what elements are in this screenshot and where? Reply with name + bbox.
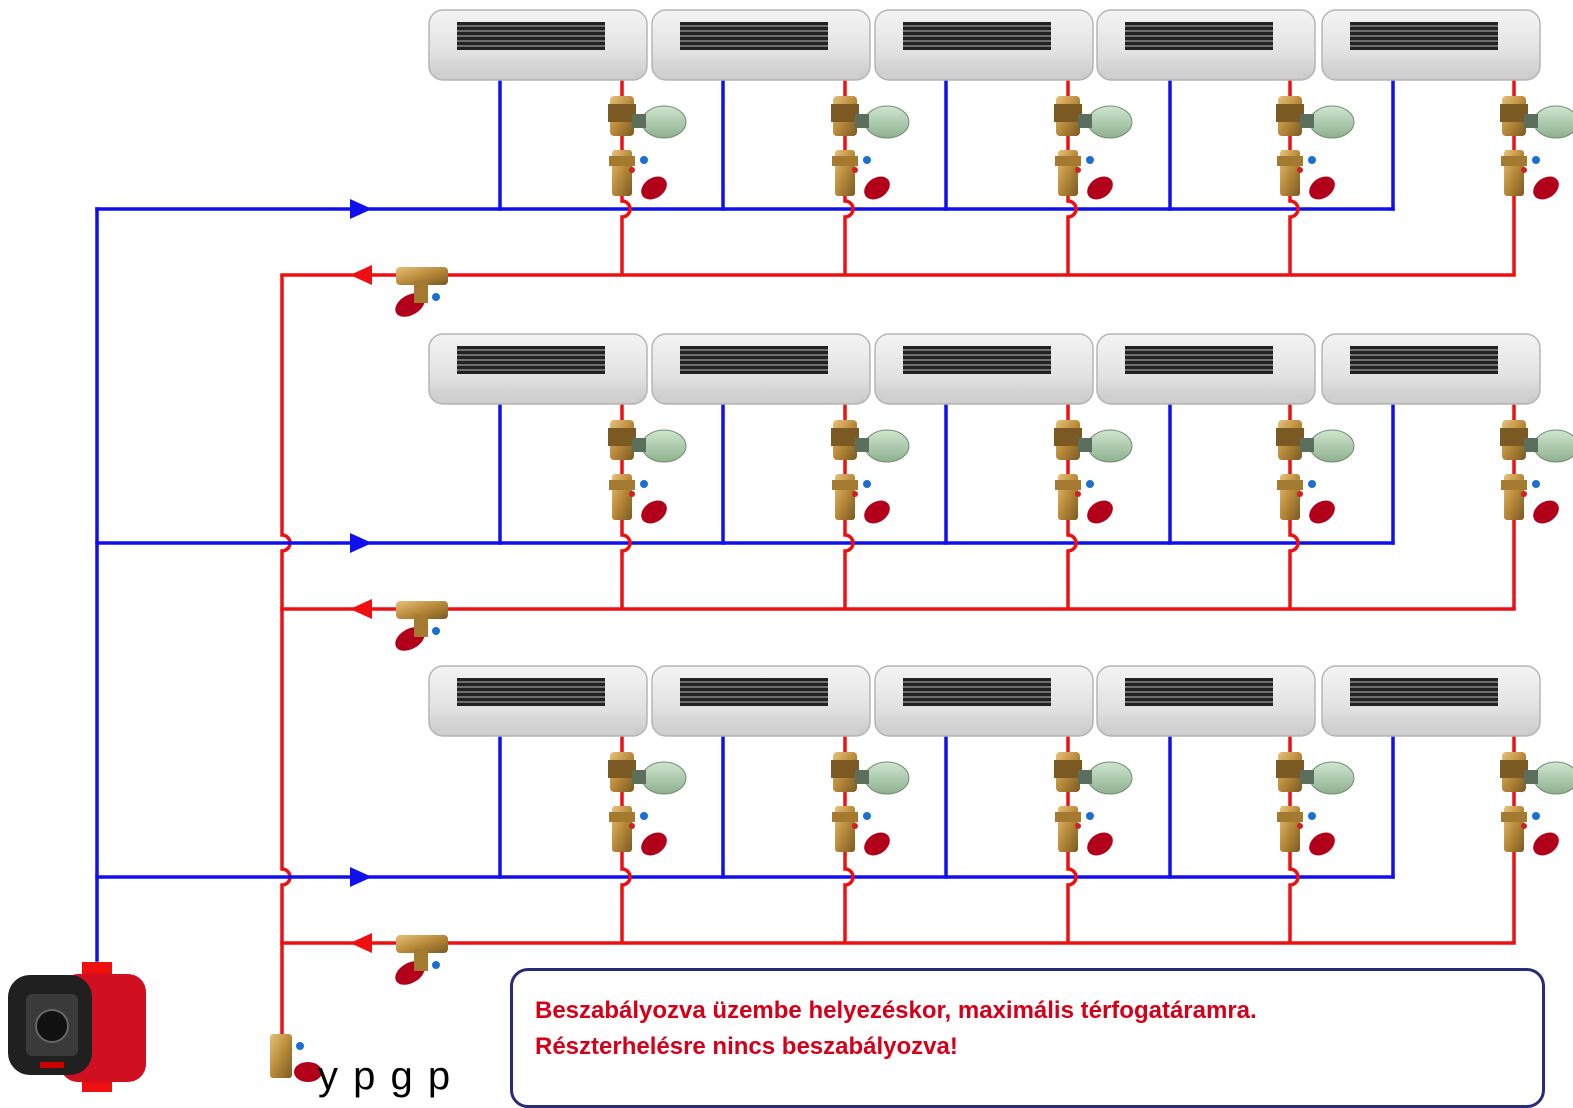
control-valve-icon [831,752,910,795]
control-valve-icon [1276,96,1355,139]
control-valve-icon [608,96,687,139]
control-valve-icon [1500,420,1573,463]
fan-coil-unit-icon [1096,333,1316,405]
control-valve-icon [831,420,910,463]
obscured-caption-fragment: y p g p [318,1054,453,1098]
flow-arrow-icon [350,933,372,953]
fan-coil-unit-icon [1096,665,1316,737]
control-valve-icon [1276,752,1355,795]
balancing-valve-icon [395,935,448,985]
balancing-valve-icon [395,601,448,651]
flow-arrow-icon [350,199,372,219]
return-branch [620,80,632,275]
balancing-valve-icon [832,474,890,524]
flow-arrow-icon [350,867,372,887]
return-branch [1066,404,1078,609]
balancing-valve-icon [1055,150,1113,200]
fan-coil-unit-icon [428,333,648,405]
balancing-valve-icon [1501,806,1559,856]
flow-arrow-icon [350,533,372,553]
return-branch [1066,736,1078,943]
balancing-valve-icon [832,150,890,200]
return-branch [843,736,855,943]
control-valve-icon [1500,752,1573,795]
balancing-valve-icon [1277,150,1335,200]
return-riser [280,275,292,1060]
control-valve-icon [608,420,687,463]
control-valve-icon [1500,96,1573,139]
control-valve-icon [1276,420,1355,463]
fan-coil-unit-icon [874,9,1094,81]
fan-coil-unit-icon [1321,665,1541,737]
fan-coil-unit-icon [428,9,648,81]
control-valve-icon [608,752,687,795]
return-branch [620,404,632,609]
control-valve-icon [1054,96,1133,139]
note-line-2: Részterhelésre nincs beszabályozva! [535,1033,958,1060]
return-branch [843,404,855,609]
return-branch [1288,736,1300,943]
fan-coil-unit-icon [1096,9,1316,81]
return-branch [1288,404,1300,609]
fan-coil-unit-icon [651,9,871,81]
fan-coil-unit-icon [428,665,648,737]
fan-coil-unit-icon [1321,333,1541,405]
return-branch [843,80,855,275]
balancing-valve-icon [1277,806,1335,856]
return-branch [1288,80,1300,275]
fan-coil-unit-icon [1321,9,1541,81]
fan-coil-unit-icon [651,333,871,405]
balancing-valve-icon [1501,474,1559,524]
return-branch [620,736,632,943]
note-line-1: Beszabályozva üzembe helyezéskor, maximá… [535,997,1257,1024]
note-callout: Beszabályozva üzembe helyezéskor, maximá… [510,968,1545,1108]
circulation-pump-icon [8,962,146,1092]
balancing-valve-icon [609,806,667,856]
balancing-valve-icon [609,150,667,200]
balancing-valve-icon [832,806,890,856]
fan-coil-unit-icon [874,333,1094,405]
balancing-valve-icon [270,1034,322,1082]
control-valve-icon [831,96,910,139]
balancing-valve-icon [1055,474,1113,524]
balancing-valve-icon [1501,150,1559,200]
balancing-valve-icon [395,267,448,317]
return-branch [1066,80,1078,275]
balancing-valve-icon [609,474,667,524]
flow-arrow-icon [350,599,372,619]
flow-arrow-icon [350,265,372,285]
control-valve-icon [1054,752,1133,795]
fan-coil-unit-icon [651,665,871,737]
balancing-valve-icon [1055,806,1113,856]
control-valve-icon [1054,420,1133,463]
balancing-valve-icon [1277,474,1335,524]
fan-coil-unit-icon [874,665,1094,737]
